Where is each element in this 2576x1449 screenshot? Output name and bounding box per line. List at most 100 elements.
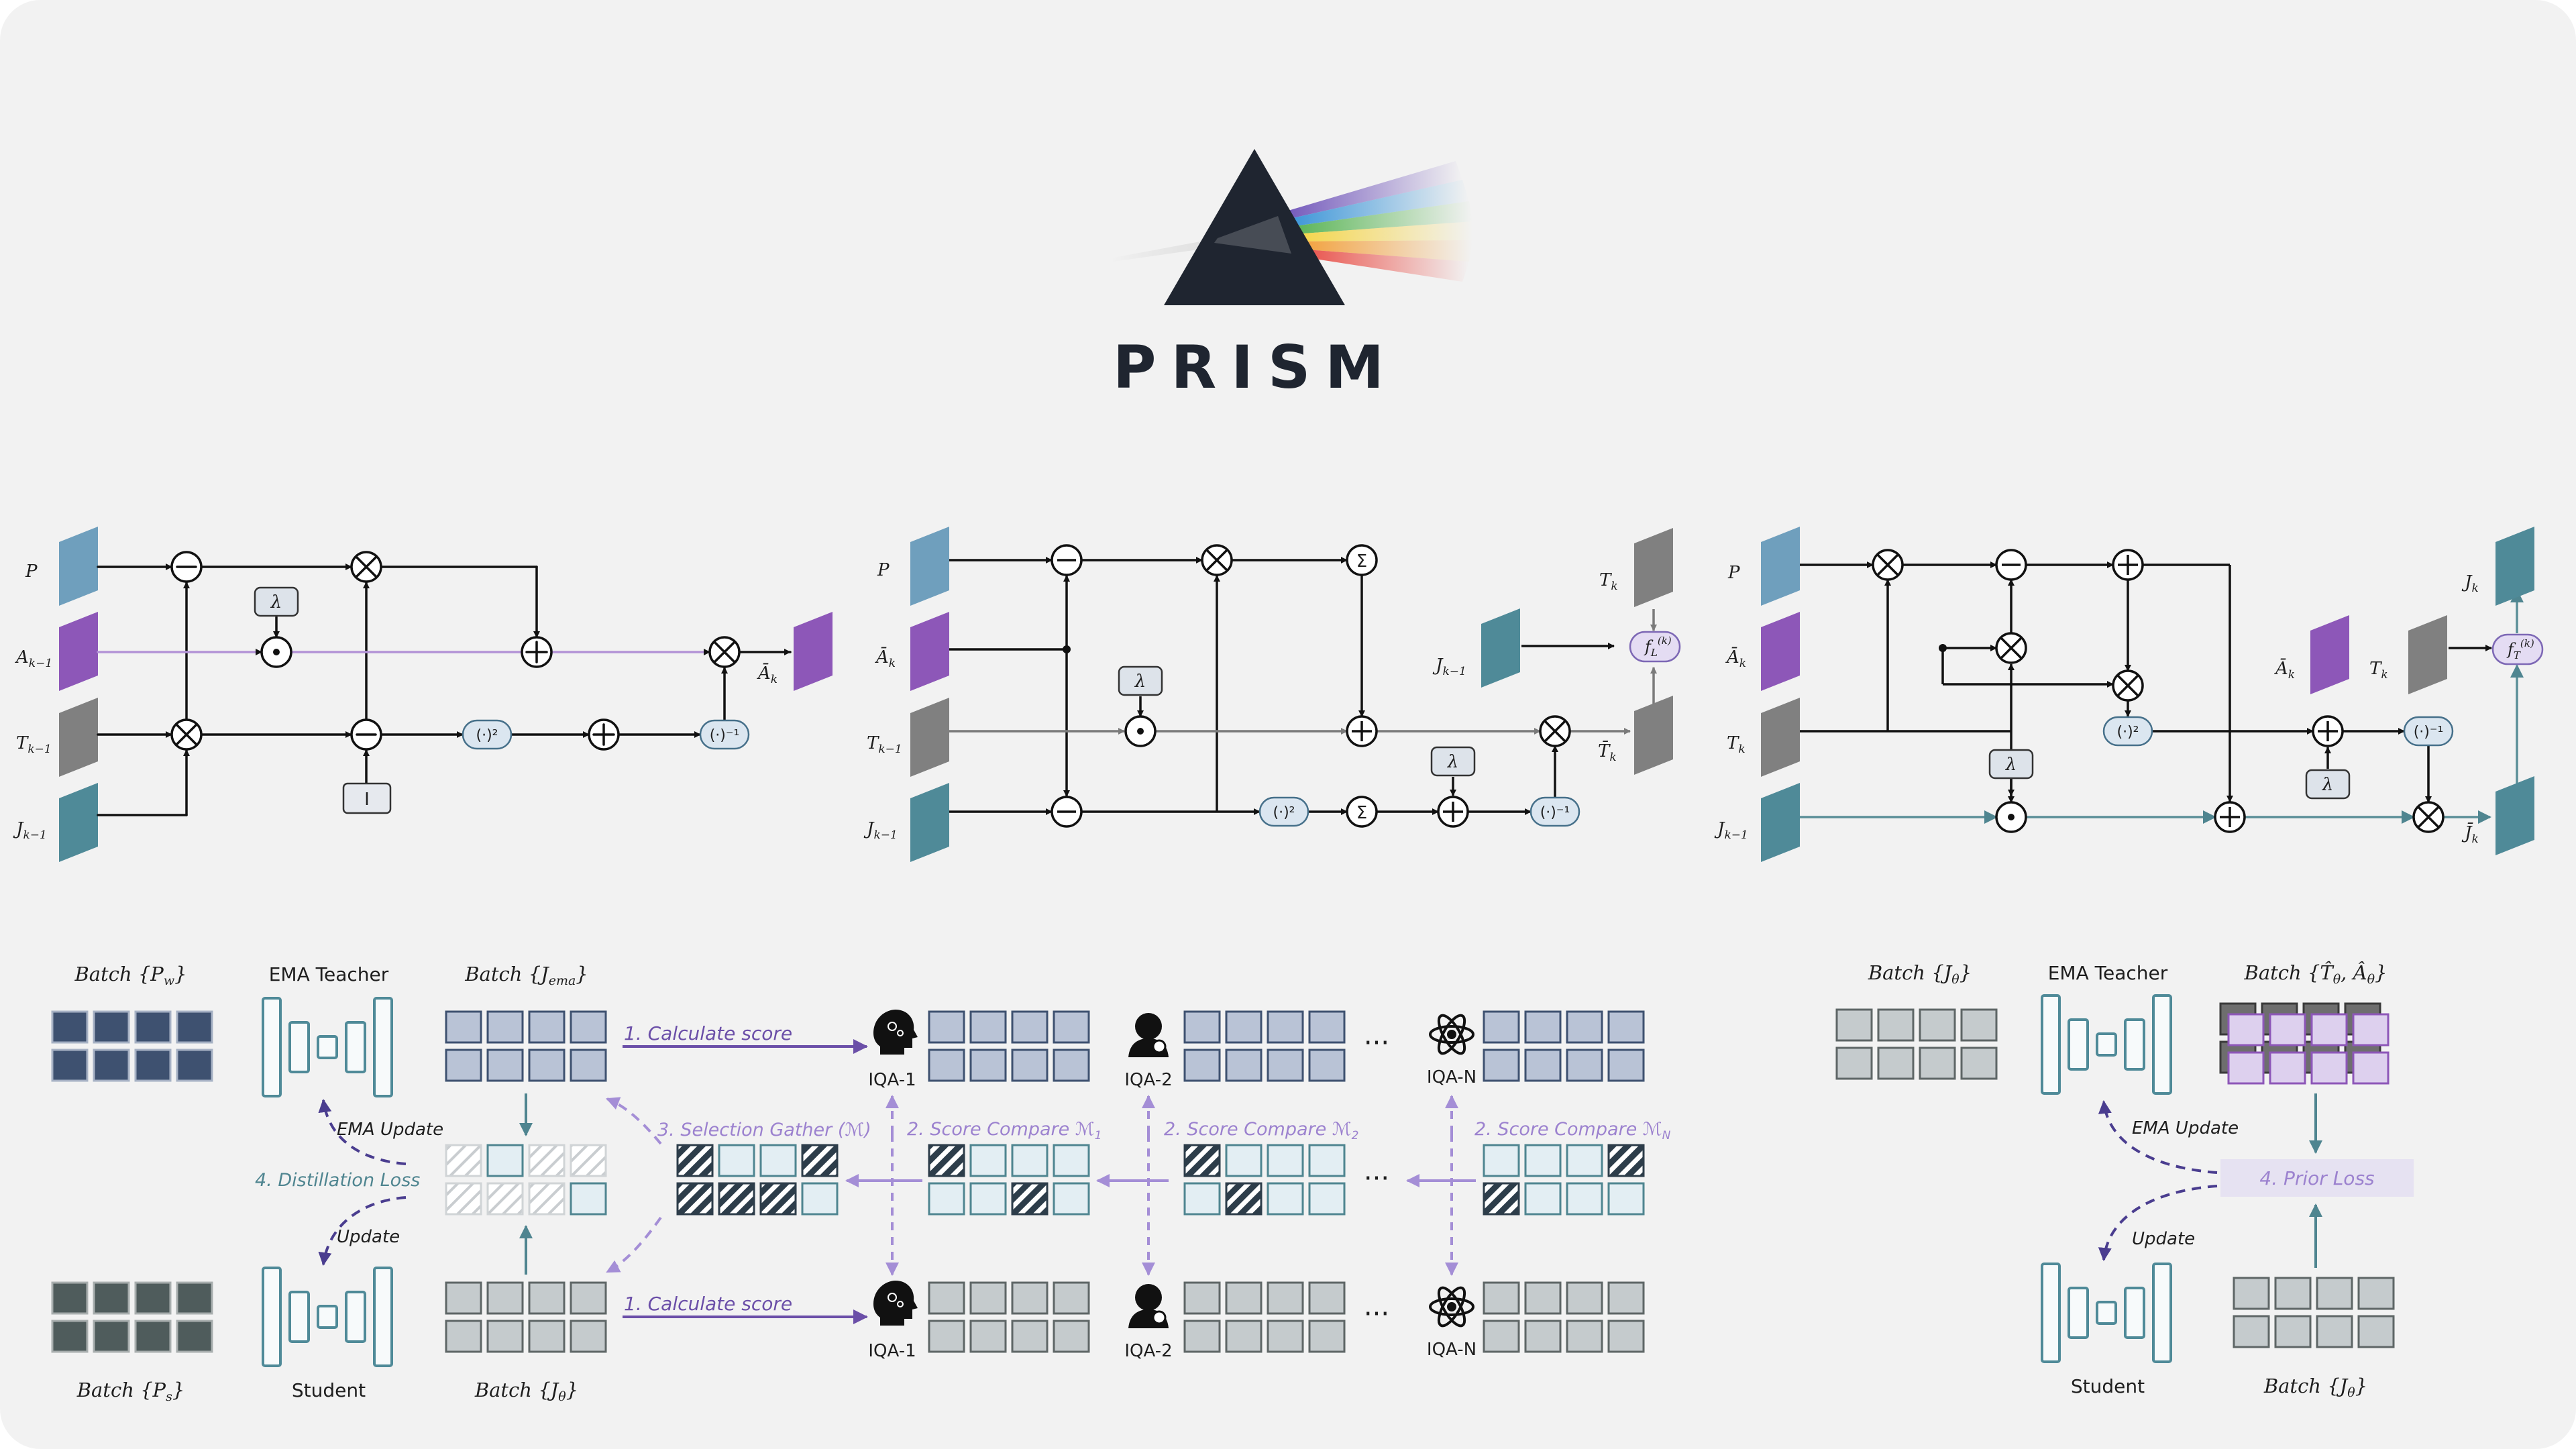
label-iqa-1-top: IQA-1 [868, 1070, 916, 1090]
p2-square: (·)² [1258, 796, 1309, 827]
p3-plus-1 [2112, 549, 2144, 581]
arrow-update [318, 1196, 407, 1266]
p3-lambda-2: λ [2305, 769, 2351, 800]
p1-dot-a [260, 636, 292, 668]
prism-logo: PRISM [1110, 149, 1472, 402]
iqa-n-atom-icon-top [1429, 1014, 1474, 1055]
svg-text:(·)⁻¹: (·)⁻¹ [1540, 804, 1570, 821]
label-student-right: Student [2071, 1375, 2145, 1397]
p2-sum-top: Σ [1346, 544, 1378, 576]
ellipsis-top: ··· [1364, 1028, 1389, 1059]
p3-label-t-mid: Tk [2369, 659, 2388, 682]
p3-cube-j-top [2496, 527, 2534, 606]
p2-dot [1124, 715, 1157, 747]
p2-label-p: P [877, 560, 890, 580]
label-prior-loss: 4. Prior Loss [2259, 1167, 2374, 1189]
p2-lambda-2: λ [1430, 746, 1476, 777]
p3-label-a-mid: Āk [2274, 658, 2295, 682]
p2-cube-j [910, 783, 949, 862]
svg-text:λ: λ [270, 592, 282, 612]
p1-times-top [350, 551, 382, 583]
tiles-gathered-mask [676, 1144, 839, 1216]
beam-blue [1278, 180, 1469, 228]
tiles-iqa-1-bottom [928, 1281, 1090, 1353]
p3-label-j: Jk−1 [1714, 819, 1748, 842]
ema-teacher-network-right [2041, 994, 2172, 1095]
beam-orange [1287, 240, 1472, 262]
p2-inverse: (·)⁻¹ [1529, 796, 1580, 827]
cube-t [59, 698, 98, 777]
p3-minus-1 [1995, 549, 2027, 581]
label-iqa-2-top: IQA-2 [1124, 1070, 1172, 1090]
beam-violet [1275, 161, 1462, 221]
p2-cube-j-mid [1481, 608, 1520, 688]
p2-times-out [1539, 715, 1571, 747]
label-batch-pw: Batch {Pw} [74, 963, 186, 988]
svg-text:(·)²: (·)² [1273, 804, 1295, 821]
p1-lambda: λ [254, 586, 299, 617]
p3-ft-box: fT(k) [2491, 633, 2544, 665]
svg-text:(·)²: (·)² [476, 727, 498, 744]
svg-text:(·)²: (·)² [2117, 724, 2139, 741]
p2-plus-mid [1346, 715, 1378, 747]
p2-label-t-bot: T̄k [1598, 740, 1617, 764]
tiles-batch-pw [51, 1010, 213, 1082]
p1-inverse: (·)⁻¹ [699, 719, 750, 750]
beam-yellow [1285, 221, 1472, 241]
label-batch-jema: Batch {Jema} [464, 963, 588, 988]
tiles-compare-n [1483, 1144, 1645, 1216]
iqa-n-column: IQA-N IQA-N [1427, 1010, 1671, 1360]
arrow-selection-gather-up [606, 1097, 662, 1145]
p1-times-t [170, 718, 203, 751]
label-batch-that: Batch {T̂θ, Âθ} [2244, 961, 2387, 987]
svg-text:λ: λ [2322, 775, 2333, 795]
p3-cube-p [1761, 527, 1800, 606]
p3-inverse: (·)⁻¹ [2403, 716, 2454, 747]
label-j: Jk−1 [13, 819, 47, 842]
p3-cube-j-bot [2496, 776, 2534, 855]
p1-minus-t [350, 718, 382, 751]
label-a: Ak−1 [15, 647, 52, 670]
p3-label-j-bot: J̄k [2461, 822, 2479, 846]
p3-label-t: Tk [1727, 733, 1746, 756]
tiles-batch-ahat-front [2227, 1013, 2390, 1085]
p1-times-out [708, 636, 741, 668]
label-batch-jtheta-bottom: Batch {Jθ} [2263, 1375, 2367, 1400]
p3-times-1 [1872, 549, 1904, 581]
label-calc-score-bottom: 1. Calculate score [624, 1293, 792, 1315]
svg-text:Σ: Σ [1356, 803, 1367, 823]
p2-label-t: Tk−1 [867, 733, 902, 756]
prism-beam-through [1214, 216, 1291, 254]
svg-text:(·)⁻¹: (·)⁻¹ [710, 727, 740, 744]
panel-1-diagram: P Ak−1 Tk−1 Jk−1 [13, 527, 833, 862]
iqa-2-person-icon-top [1128, 1013, 1169, 1057]
p2-label-a: Āk [875, 647, 896, 670]
tiles-compare-1 [928, 1144, 1090, 1216]
p3-label-a: Āk [1725, 647, 1746, 670]
iqa-1-head-icon-bottom [873, 1281, 918, 1326]
arrow-ema-update [318, 1099, 407, 1165]
panel-2-diagram: P Āk Tk−1 Jk−1 [863, 527, 1681, 862]
p2-cube-t-bot [1634, 696, 1673, 775]
p3-times-2 [1995, 632, 2027, 664]
p3-times-out [2412, 801, 2445, 833]
p3-label-p: P [1727, 563, 1740, 583]
svg-text:I: I [364, 790, 370, 810]
p3-lambda-1: λ [1988, 749, 2034, 780]
ellipsis-bot: ··· [1364, 1299, 1389, 1330]
label-iqa-2-bottom: IQA-2 [1124, 1341, 1172, 1361]
arrow-ema-update-right [2098, 1100, 2218, 1174]
label-t: Tk−1 [16, 733, 52, 756]
student-network-right [2041, 1263, 2172, 1363]
p3-cube-j [1761, 783, 1800, 862]
tiles-batch-jtheta-bottom [2233, 1277, 2395, 1348]
label-ema-teacher: EMA Teacher [269, 963, 389, 985]
distillation-pipeline: Batch {Pw} EMA Teacher Batch {Jema} Batc… [51, 963, 1671, 1404]
p1-identity: I [342, 782, 392, 814]
label-iqa-n-top: IQA-N [1427, 1067, 1477, 1087]
p3-cube-t-mid [2408, 615, 2447, 694]
p2-fl-box: fL(k) [1629, 631, 1681, 663]
p2-plus-bot [1437, 796, 1469, 828]
label-distillation-loss: 4. Distillation Loss [255, 1170, 420, 1191]
